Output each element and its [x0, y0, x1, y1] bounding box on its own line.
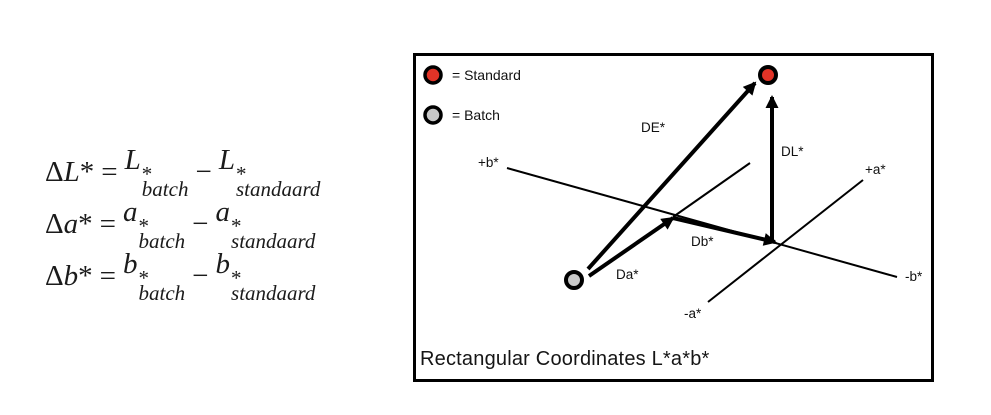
vector-label-dl: DL* — [781, 144, 804, 159]
coordinate-plot — [506, 65, 898, 303]
standard-term: b*standaard — [215, 248, 316, 305]
lab-diagram: = Standard = Batch +b* -b* +a* -a* DE* D… — [413, 53, 934, 382]
minus-sign: − — [192, 259, 209, 292]
axis-label-minus-a: -a* — [684, 306, 702, 321]
batch-point — [564, 270, 584, 290]
standard-term: L*standaard — [218, 144, 321, 201]
vector-label-de: DE* — [641, 120, 666, 135]
term-sup: * — [141, 162, 153, 186]
vector-label-da: Da* — [616, 267, 639, 282]
term-sup: * — [231, 214, 242, 238]
equals-sign: = — [99, 259, 117, 292]
equals-sign: = — [101, 155, 118, 188]
term-sup: * — [138, 214, 150, 238]
term-sub: standaard — [235, 177, 321, 201]
legend-batch-label: = Batch — [452, 107, 500, 123]
eq-lhs: Δa* — [45, 207, 93, 240]
axis-label-plus-a: +a* — [865, 162, 886, 177]
b-axis-line — [506, 167, 898, 278]
legend-batch-swatch — [423, 105, 443, 125]
term-sup: * — [235, 162, 247, 186]
axis-label-plus-b: +b* — [478, 155, 499, 170]
da-extension-line — [672, 162, 751, 218]
term-sub: standaard — [231, 229, 316, 253]
standard-point — [758, 65, 778, 85]
term-sub: batch — [138, 281, 186, 305]
equals-sign: = — [99, 207, 117, 240]
equation-delta-a: Δa* = a*batch − a*standaard — [45, 196, 320, 253]
diagram-caption: Rectangular Coordinates L*a*b* — [420, 348, 710, 370]
da-vector — [587, 216, 675, 278]
minus-sign: − — [192, 207, 209, 240]
legend-standard-swatch — [423, 65, 443, 85]
equation-delta-b: Δb* = b*batch − b*standaard — [45, 248, 320, 305]
term-sub: batch — [138, 229, 186, 253]
vector-label-db: Db* — [691, 234, 714, 249]
equation-delta-L: ΔL* = L*batch − L*standaard — [45, 144, 321, 201]
batch-legend-icon — [423, 105, 443, 125]
eq-lhs: ΔL* — [45, 155, 95, 188]
db-vector — [672, 216, 777, 246]
minus-sign: − — [195, 155, 212, 188]
batch-term: L*batch — [124, 144, 189, 201]
legend-standard-label: = Standard — [452, 67, 521, 83]
term-sub: batch — [141, 177, 189, 201]
axis-label-minus-b: -b* — [905, 269, 923, 284]
de-vector — [586, 81, 757, 271]
term-sup: * — [138, 266, 150, 290]
standard-term: a*standaard — [215, 196, 316, 253]
term-sub: standaard — [231, 281, 316, 305]
batch-term: a*batch — [123, 196, 186, 253]
eq-lhs: Δb* — [45, 259, 93, 292]
batch-term: b*batch — [123, 248, 186, 305]
a-axis-line — [707, 179, 864, 303]
term-sup: * — [231, 266, 242, 290]
delta-equations: ΔL* = L*batch − L*standaard Δa* = a*batc… — [45, 144, 321, 305]
standard-legend-icon — [423, 65, 443, 85]
